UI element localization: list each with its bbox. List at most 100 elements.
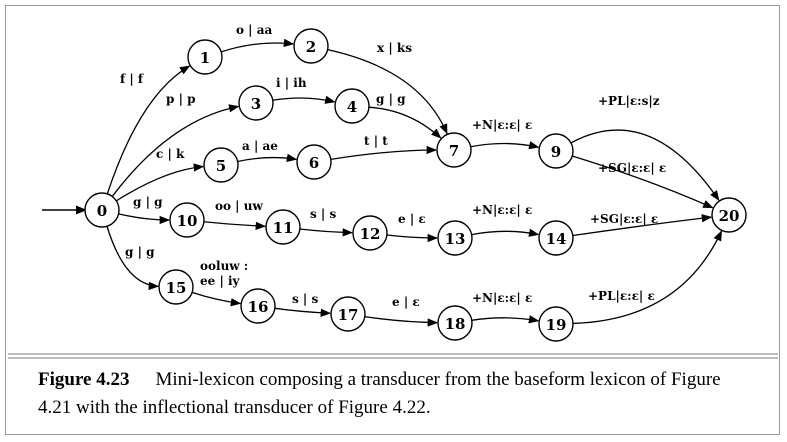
edge-12-to-13: [386, 233, 439, 243]
state-label-1: 1: [200, 49, 210, 67]
state-label-7: 7: [449, 142, 459, 160]
state-5: 5: [203, 147, 239, 183]
edge-0-to-5: [116, 163, 205, 202]
edge-label-1-2: o | aa: [236, 23, 273, 37]
state-circle-13: [437, 220, 473, 256]
edge-label-9-20: +SG|ε:ε| ε: [598, 161, 666, 175]
edge-arrow-18-19: [471, 315, 540, 324]
state-14: 14: [538, 220, 574, 256]
state-label-18: 18: [445, 315, 466, 333]
edge-11-to-12: [299, 228, 354, 237]
state-3: 3: [238, 85, 274, 121]
edge-arrow-0-10: [118, 213, 171, 225]
edge-label-13-14: +N|ε:ε| ε: [472, 203, 532, 217]
state-1: 1: [187, 39, 223, 75]
edge-7-to-9: [470, 141, 540, 150]
edge-17-to-18: [364, 315, 439, 327]
edge-0-to-15: [106, 226, 160, 291]
state-circle-3: [238, 85, 274, 121]
edge-label-0-5: c | k: [156, 147, 185, 161]
edge-label-0-3: p | p: [166, 92, 196, 106]
edge-arrow-0-5: [116, 163, 205, 202]
state-0: 0: [84, 192, 120, 228]
state-label-4: 4: [347, 98, 357, 116]
state-label-12: 12: [360, 225, 381, 243]
edge-label-16-17: s | s: [292, 292, 318, 306]
state-label-9: 9: [551, 143, 561, 161]
edge-arrow-16-17: [274, 307, 332, 317]
state-circle-1: [187, 39, 223, 75]
edge-arrow-6-7: [330, 145, 438, 160]
state-circle-4: [334, 88, 370, 124]
state-circle-19: [538, 306, 574, 342]
state-label-14: 14: [546, 230, 567, 248]
edge-label-0-15: g | g: [125, 245, 155, 259]
state-circle-20: [711, 197, 747, 233]
edge-label-19-20: +PL|ε:ε| ε: [588, 289, 655, 303]
edge-label-14-20: +SG|ε:ε| ε: [590, 212, 658, 226]
state-2: 2: [293, 28, 329, 64]
edge-label-12-13: e | ε: [398, 212, 426, 226]
edge-0-to-1: [106, 65, 191, 195]
edge-arrow-17-18: [364, 315, 439, 327]
state-circle-7: [436, 132, 472, 168]
state-circle-12: [352, 215, 388, 251]
state-16: 16: [240, 288, 276, 324]
edge-arrow-2-7: [327, 49, 448, 135]
state-17: 17: [330, 296, 366, 332]
state-circle-10: [169, 202, 205, 238]
edge-label-0-10: g | g: [133, 195, 163, 209]
edge-arrow-12-13: [386, 233, 439, 243]
state-circle-16: [240, 288, 276, 324]
edge-arrow-1-2: [220, 38, 295, 53]
edge-label-7-9: +N|ε:ε| ε: [472, 118, 532, 132]
edge-16-to-17: [274, 307, 332, 317]
state-label-17: 17: [338, 306, 359, 324]
state-label-16: 16: [248, 298, 269, 316]
edge-1-to-2: [220, 38, 295, 53]
edge-label-4-7: g | g: [376, 92, 406, 106]
edge-10-to-11: [203, 221, 267, 231]
state-label-20: 20: [719, 207, 740, 225]
edge-label-0-1: f | f: [120, 72, 144, 86]
state-15: 15: [158, 269, 194, 305]
edge-label-6-7: t | t: [364, 134, 388, 148]
edge-0-to-3: [111, 104, 240, 197]
edge-arrow-4-7: [368, 106, 442, 139]
state-11: 11: [265, 209, 301, 245]
state-7: 7: [436, 132, 472, 168]
state-label-11: 11: [273, 219, 294, 237]
edge-arrow-19-20: [572, 230, 722, 325]
edge-arrow-13-14: [471, 228, 540, 237]
state-circle-15: [158, 269, 194, 305]
edge-19-to-20: [572, 230, 722, 325]
edge-arrow-11-12: [299, 228, 354, 237]
edge-label-17-18: e | ε: [392, 295, 420, 309]
edge-arrow-10-11: [203, 221, 267, 231]
edge-arrow-9-20: [570, 129, 720, 202]
state-9: 9: [538, 133, 574, 169]
state-label-6: 6: [309, 154, 319, 172]
state-label-3: 3: [251, 95, 261, 113]
edge-3-to-4: [272, 95, 336, 104]
state-label-2: 2: [306, 38, 316, 56]
edge-18-to-19: [471, 315, 540, 324]
edge-4-to-7: [368, 106, 442, 139]
edge-label-3-4: i | ih: [276, 76, 307, 90]
edge-arrow-0-3: [111, 104, 240, 197]
state-circle-5: [203, 147, 239, 183]
edge-9-to-20: [572, 155, 714, 209]
edge-arrow-3-4: [272, 95, 336, 104]
edge-label-15-16: ee | iy: [200, 274, 241, 288]
edge-label-10-11: oo | uw: [215, 199, 263, 213]
edge-arrow-9-20: [572, 155, 714, 209]
figure-number: Figure 4.23: [38, 369, 130, 390]
edge-arrow-5-6: [237, 153, 298, 163]
state-circle-6: [296, 144, 332, 180]
state-label-19: 19: [546, 316, 567, 334]
state-label-10: 10: [177, 212, 198, 230]
edge-13-to-14: [471, 228, 540, 237]
state-circle-0: [84, 192, 120, 228]
state-18: 18: [437, 305, 473, 341]
